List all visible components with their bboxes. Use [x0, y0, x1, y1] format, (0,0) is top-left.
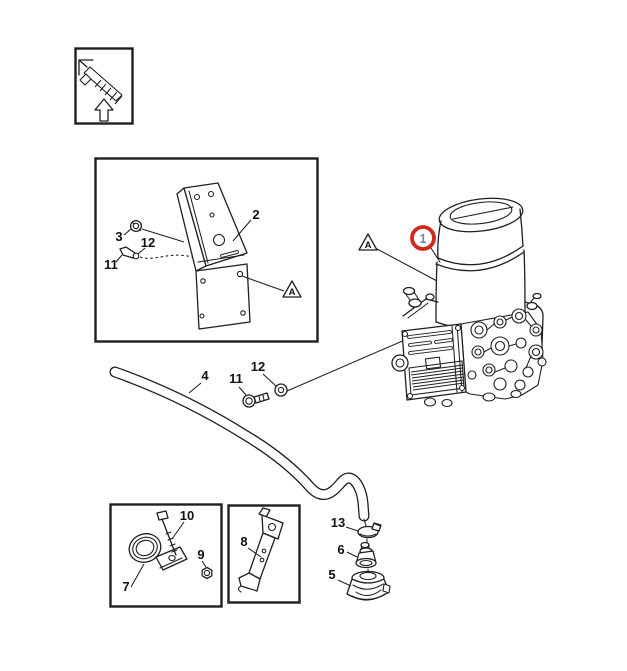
- explode-axis-1: [363, 518, 367, 527]
- part-3-nut: [129, 219, 185, 243]
- part-12-washer: [274, 383, 288, 397]
- desiccant-cartridge: [435, 197, 526, 329]
- bracket-detail-view: 3 11 12 2 A: [94, 157, 319, 343]
- part-11-label-leader-b: [238, 386, 247, 396]
- detail-a-label-box: A: [289, 287, 296, 298]
- assembly-miniature-icon: [78, 59, 123, 105]
- top-fittings: [402, 286, 542, 311]
- part-8-bracket: [237, 507, 284, 593]
- part-1-callout[interactable]: 1: [410, 225, 441, 263]
- part-12-to-body-leader: [286, 335, 415, 392]
- part-3-label[interactable]: 3: [115, 229, 122, 244]
- bracket8-detail-view: 8: [227, 504, 301, 604]
- detail-a-leader-box: [241, 275, 285, 292]
- part-13-hose-clamp: [357, 522, 382, 539]
- part-1-label[interactable]: 1: [420, 232, 427, 246]
- part-7-label-leader: [130, 563, 145, 588]
- part-11-label-leader-a: [115, 254, 123, 263]
- bracket8-detail-frame: [227, 504, 301, 604]
- part-3-label-leader: [123, 228, 132, 236]
- part-12-label-leader-a: [137, 247, 146, 255]
- part-4-hose: [109, 366, 370, 522]
- clamp-detail-view: 10 9 7: [109, 503, 223, 608]
- part-13-label-leader: [345, 526, 359, 532]
- part-10-label[interactable]: 10: [180, 508, 194, 523]
- detail-a-marker-box: A: [282, 280, 302, 298]
- up-arrow-icon: [94, 98, 114, 122]
- part-6-fitting: [355, 541, 377, 569]
- part-11-bolt-small: [119, 246, 193, 260]
- exhaust-stack: 13 6 5: [328, 515, 391, 601]
- part-2-label-leader: [232, 219, 252, 242]
- front-cover: [391, 323, 467, 408]
- part-12-label-b[interactable]: 12: [251, 359, 265, 374]
- part-7-label[interactable]: 7: [122, 579, 129, 594]
- part-12-label-a[interactable]: 12: [141, 235, 155, 250]
- part-1-highlight-ring: [410, 225, 436, 251]
- part-1-air-dryer-assembly: A 1: [286, 197, 547, 408]
- valve-cluster: [460, 308, 547, 402]
- part-11-bolt: [242, 392, 270, 408]
- part-4-label-leader: [188, 382, 202, 394]
- part-13-label[interactable]: 13: [331, 515, 345, 530]
- part-9-label[interactable]: 9: [197, 547, 204, 562]
- orientation-thumbnail: [74, 47, 134, 125]
- part-6-label-leader: [346, 551, 358, 558]
- detail-a-marker-dryer: A: [358, 233, 378, 251]
- part-10-bolt: [156, 510, 178, 556]
- part-8-label[interactable]: 8: [240, 534, 247, 549]
- part-9-nut: [201, 566, 213, 580]
- part-5-label[interactable]: 5: [328, 567, 335, 582]
- part-11-label-b[interactable]: 11: [229, 371, 243, 386]
- bracket-detail-frame: [94, 157, 319, 343]
- detail-a-label-dryer: A: [365, 240, 372, 251]
- part-12-washer-small: [132, 252, 140, 260]
- part-7-clamp: [128, 533, 188, 571]
- part-6-label[interactable]: 6: [337, 542, 344, 557]
- part-10-label-leader: [171, 521, 185, 540]
- detail-a-leader-dryer: [376, 248, 438, 282]
- part-2-mounting-bracket: [176, 182, 251, 330]
- valve-body: [391, 286, 547, 408]
- part-8-label-leader: [247, 547, 262, 558]
- part-11-label-a[interactable]: 11: [104, 257, 118, 272]
- part-12-label-leader-b: [262, 373, 277, 387]
- clamp-detail-frame: [109, 503, 223, 608]
- part-9-label-leader: [201, 560, 207, 568]
- orientation-thumbnail-frame: [74, 47, 134, 125]
- part-5-label-leader: [337, 579, 352, 587]
- part-4-label[interactable]: 4: [201, 368, 209, 383]
- part-5-silencer: [346, 570, 391, 601]
- part-2-label[interactable]: 2: [252, 207, 259, 222]
